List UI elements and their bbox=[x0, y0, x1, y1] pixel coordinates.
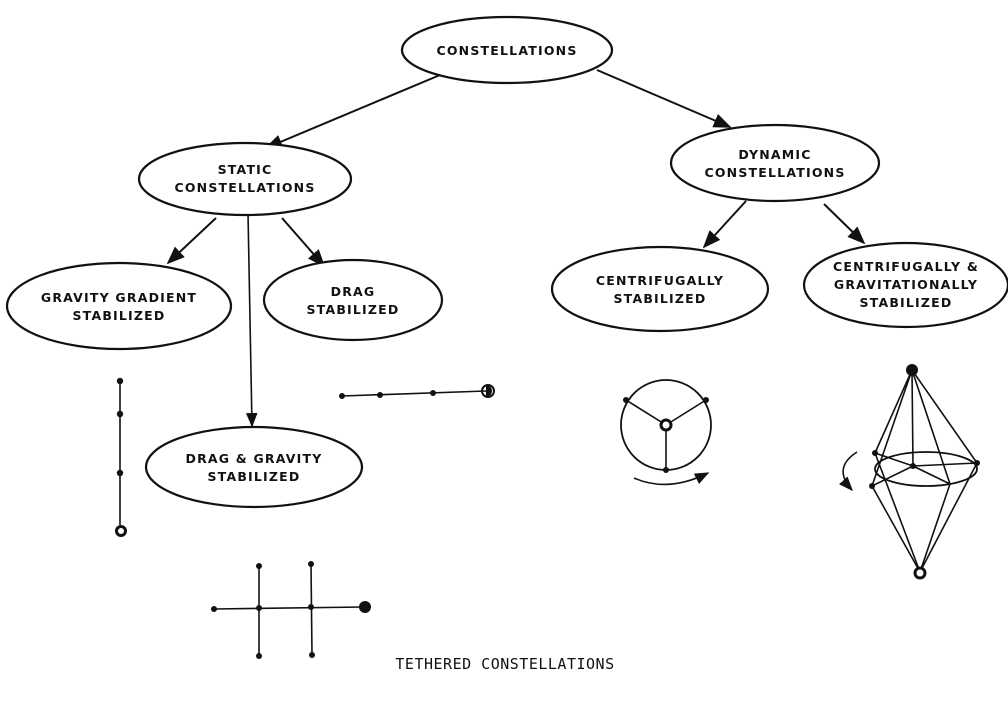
edge-static-drag bbox=[281, 217, 326, 268]
figure-caption: TETHERED CONSTELLATIONS bbox=[395, 655, 614, 673]
node-dynamic-label-2: CONSTELLATIONS bbox=[704, 165, 845, 180]
node-constellations: CONSTELLATIONS bbox=[400, 15, 614, 85]
node-gravity-gradient-label-2: STABILIZED bbox=[72, 308, 165, 323]
edge-dynamic-centrifugalgrav bbox=[823, 203, 866, 245]
node-centrifugally-gravitationally: CENTRIFUGALLY & GRAVITATIONALLY STABILIZ… bbox=[802, 241, 1008, 329]
edge-dynamic-centrifugal bbox=[702, 200, 747, 249]
node-centrifugal-grav-label-2: GRAVITATIONALLY bbox=[834, 277, 978, 292]
node-drag-gravity-label-1: DRAG & GRAVITY bbox=[186, 451, 323, 466]
node-drag-label-2: STABILIZED bbox=[306, 302, 399, 317]
node-dynamic-constellations: DYNAMIC CONSTELLATIONS bbox=[669, 123, 881, 203]
node-gravity-gradient: GRAVITY GRADIENT STABILIZED bbox=[5, 261, 233, 351]
sketch-drag bbox=[339, 384, 495, 399]
edge-root-dynamic bbox=[596, 69, 732, 128]
node-dynamic-label-1: DYNAMIC bbox=[738, 147, 811, 162]
node-static-constellations: STATIC CONSTELLATIONS bbox=[137, 141, 353, 217]
node-centrifugal-label-1: CENTRIFUGALLY bbox=[596, 273, 724, 288]
sketch-centrifugal bbox=[620, 379, 712, 486]
edge-root-static bbox=[264, 74, 441, 149]
node-centrifugal-grav-label-3: STABILIZED bbox=[859, 295, 952, 310]
node-drag-gravity-label-2: STABILIZED bbox=[207, 469, 300, 484]
node-centrifugally-stabilized: CENTRIFUGALLY STABILIZED bbox=[550, 245, 770, 333]
node-centrifugal-label-2: STABILIZED bbox=[613, 291, 706, 306]
node-static-label-1: STATIC bbox=[218, 162, 273, 177]
node-constellations-label: CONSTELLATIONS bbox=[436, 43, 577, 58]
edge-static-gravity bbox=[166, 217, 217, 265]
node-gravity-gradient-label-1: GRAVITY GRADIENT bbox=[41, 290, 197, 305]
sketch-drag-gravity bbox=[211, 561, 371, 659]
node-drag-label-1: DRAG bbox=[331, 284, 376, 299]
node-centrifugal-grav-label-1: CENTRIFUGALLY & bbox=[833, 259, 979, 274]
edge-static-draggravity bbox=[245, 212, 258, 428]
node-drag-gravity: DRAG & GRAVITY STABILIZED bbox=[144, 425, 364, 509]
node-static-label-2: CONSTELLATIONS bbox=[174, 180, 315, 195]
hierarchy-edges bbox=[166, 69, 866, 428]
sketch-centrifugal-gravitational bbox=[839, 364, 980, 580]
sketch-gravity-gradient bbox=[115, 377, 127, 537]
node-drag-stabilized: DRAG STABILIZED bbox=[262, 258, 444, 342]
